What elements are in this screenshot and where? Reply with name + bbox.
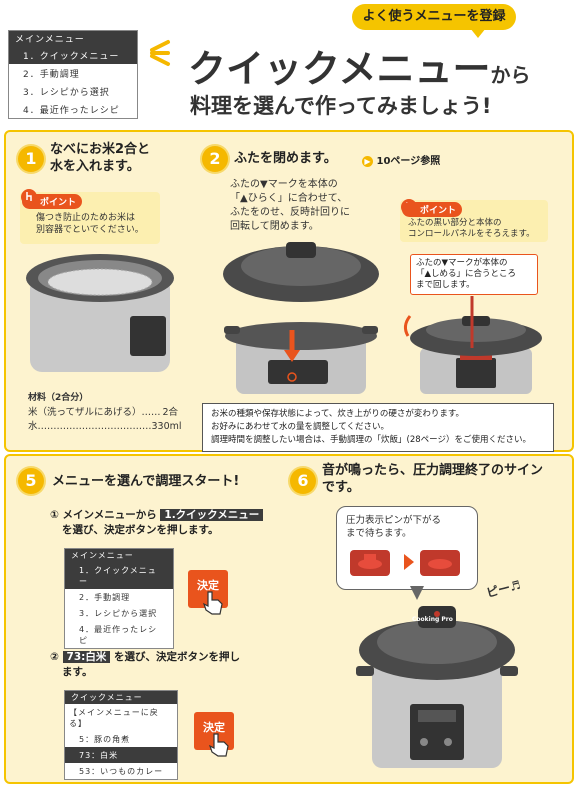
step1-title: なべにお米2合と 水を入れます。 (50, 141, 190, 175)
materials-list: 米（洗ってザルにあげる）…… 2合 水……………………………… 330ml (28, 406, 182, 434)
header-main-menu: メインメニュー 1．クイックメニュー 2．手動調理 3．レシピから選択 4．最近… (8, 30, 138, 119)
sub1-num: ① (50, 509, 59, 521)
step2-point-label-text: ポイント (420, 206, 457, 216)
pressure-pin-icon (350, 550, 460, 576)
menu-header: メインメニュー (65, 549, 173, 562)
step2-point-line1: ふたの黒い部分と本体の (408, 218, 502, 228)
sub1-highlight: 1.クイックメニュー (160, 509, 264, 521)
step5-main-menu: メインメニュー 1．クイックメニュー 2．手動調理 3．レシピから選択 4．最近… (64, 548, 174, 649)
step2-body-line: ふたをのせ、反時計回りに (230, 207, 350, 218)
sub2-highlight: 73:白米 (62, 651, 111, 663)
step2-body-line: ふたの▼マークを本体の (230, 179, 338, 190)
note-line: お好みにあわせて水の量を調整してください。 (211, 422, 389, 432)
menu-item-quick: 1．クイックメニュー (9, 46, 137, 64)
step1-point-label: ポイント (22, 194, 83, 209)
step1-point-line1: 傷つき防止のためお米は (36, 213, 136, 223)
menu-item-manual: 2．手動調理 (79, 593, 131, 602)
menu-header: メインメニュー (9, 31, 137, 46)
menu-item-pork: 5：豚の角煮 (79, 735, 131, 744)
step2-callout-line: ふたの▼マークが本体の (416, 258, 508, 268)
speech-line2: まで待ちます。 (346, 528, 412, 539)
pressure-cooker-illustration (356, 606, 518, 768)
step6-title-line2: です。 (322, 480, 360, 495)
step1-number: 1 (18, 146, 44, 172)
title-main: クイックメニュー (188, 47, 491, 91)
step1-point-line2: 別容器でといでください。 (36, 225, 144, 235)
menu-item-recipe: 3．レシピから選択 (79, 609, 158, 618)
menu-item-recent: 4．最近作ったレシピ (79, 625, 158, 645)
step2-number: 2 (202, 146, 228, 172)
speech-tail (410, 586, 424, 600)
step2-title: ふたを閉めます。 (234, 151, 337, 166)
lid-closing-illustration (223, 242, 379, 394)
hand-pointer-icon (21, 189, 37, 205)
step2-body-line: 「▲ひらく」に合わせて、 (230, 193, 348, 204)
materials-title: 材料（2合分） (28, 393, 89, 403)
step5-sub2: ② 73:白米 を選び、決定ボタンを押し ます。 (50, 650, 270, 680)
decide-button-label: 決定 (203, 721, 225, 734)
ref-arrow-icon: ▶ (362, 156, 373, 167)
note-line: お米の種類や保存状態によって、炊き上がりの硬さが変わります。 (211, 409, 465, 419)
menu-item-recent: 4．最近作ったレシピ (23, 106, 120, 116)
title-from: から (490, 63, 531, 87)
page-title: クイックメニューから (188, 38, 530, 93)
step2-body: ふたの▼マークを本体の 「▲ひらく」に合わせて、 ふたをのせ、反時計回りに 回転… (230, 178, 350, 234)
step2-point-label: ポイント (402, 202, 463, 217)
step5-title: メニューを選んで調理スタート! (52, 474, 240, 489)
material-amount: 330ml (151, 421, 182, 432)
step1-point-text: 傷つき防止のためお米は 別容器でといでください。 (36, 212, 144, 236)
step5-quick-menu: クイックメニュー 【メインメニューに戻る】 5：豚の角煮 73：白米 53：いつ… (64, 690, 178, 780)
step6-title: 音が鳴ったら、圧力調理終了のサイン です。 (322, 462, 562, 496)
menu-header: クイックメニュー (65, 691, 177, 704)
pressing-hand-icon (208, 733, 229, 757)
register-bubble-text: よく使うメニューを登録 (362, 9, 506, 24)
step2-body-line: 回転して閉めます。 (230, 221, 319, 232)
step1-title-line1: なべにお米2合と (50, 142, 151, 157)
step5-sub1: ① メインメニューから 1.クイックメニュー を選び、決定ボタンを押します。 (50, 508, 270, 538)
menu-item-quick: 1．クイックメニュー (65, 562, 173, 589)
step2-point-text: ふたの黒い部分と本体の コンロールパネルをそろえます。 (408, 218, 535, 240)
material-row: 米（洗ってザルにあげる）…… 2合 (28, 406, 178, 420)
step1-title-line2: 水を入れます。 (50, 159, 140, 174)
material-row: 水……………………………… 330ml (28, 420, 182, 434)
step6-number: 6 (290, 468, 316, 494)
sub2-line1: を選び、決定ボタンを押し (114, 651, 241, 663)
speech-line1: 圧力表示ピンが下がる (346, 515, 442, 526)
register-bubble: よく使うメニューを登録 (352, 4, 516, 30)
inner-pot-illustration (26, 254, 174, 372)
menu-item-curry: 53：いつものカレー (79, 767, 164, 776)
step2-point-line2: コンロールパネルをそろえます。 (408, 229, 535, 239)
material-name: 水……………………………… (28, 421, 152, 432)
rice-note-box: お米の種類や保存状態によって、炊き上がりの硬さが変わります。 お好みにあわせて水… (202, 403, 554, 452)
step6-title-line1: 音が鳴ったら、圧力調理終了のサイン (322, 463, 544, 478)
page-subtitle: 料理を選んで作ってみましょう! (190, 94, 492, 118)
step2-ref-text: 10ページ参照 (376, 156, 441, 167)
step5-number: 5 (18, 468, 44, 494)
sub1-post: を選び、決定ボタンを押します。 (62, 524, 219, 536)
sub2-num: ② (50, 651, 59, 663)
lid-rotated-illustration (403, 296, 542, 394)
header-arrow-icon (150, 40, 170, 66)
menu-item-manual: 2．手動調理 (23, 70, 80, 80)
menu-item-recipe: 3．レシピから選択 (23, 88, 110, 98)
pressing-hand-icon (202, 591, 223, 615)
step2-callout-line: 「▲しめる」に合うところ (416, 269, 517, 279)
step2-callout-line: まで回します。 (416, 280, 475, 290)
step2-callout: ふたの▼マークが本体の 「▲しめる」に合うところ まで回します。 (410, 254, 538, 295)
step2-ref: ▶ 10ページ参照 (362, 152, 440, 167)
sub1-pre: メインメニューから (62, 509, 157, 521)
menu-item-rice: 73：白米 (65, 747, 177, 763)
material-name: 米（洗ってザルにあげる）…… (28, 407, 161, 418)
sub2-line2: ます。 (62, 666, 93, 678)
cooker-brand: Cooking Pro (412, 616, 453, 623)
material-amount: 2合 (162, 407, 178, 418)
pin-speech-text: 圧力表示ピンが下がる まで待ちます。 (346, 514, 441, 540)
step1-point-label-text: ポイント (40, 198, 77, 208)
note-line: 調理時間を調整したい場合は、手動調理の「炊飯」(28ページ）をご使用ください。 (211, 435, 531, 445)
decide-button-label: 決定 (197, 579, 219, 592)
menu-item-back: 【メインメニューに戻る】 (69, 708, 159, 728)
register-bubble-tail (470, 28, 486, 38)
